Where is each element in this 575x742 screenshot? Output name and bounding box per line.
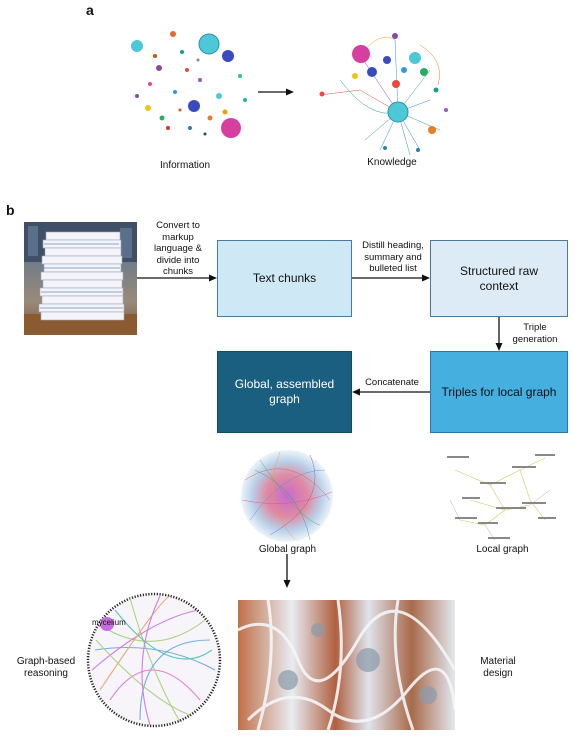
step-convert-label: Convert to markup language & divide into… — [153, 220, 203, 277]
material-caption: Material design — [480, 656, 516, 679]
reasoning-node-label: mycelium — [92, 618, 126, 627]
text-chunks-label: Text chunks — [252, 271, 317, 285]
material-design-image — [238, 600, 455, 730]
global-graph-caption: Global graph — [258, 544, 317, 555]
panel-b-letter: b — [6, 202, 15, 218]
global-graph-box: Global, assembled graph — [217, 351, 352, 433]
structured-context-box: Structured raw context — [430, 240, 568, 317]
step-distill-label: Distill heading, summary and bulleted li… — [362, 240, 424, 274]
triples-label: Triples for local graph — [441, 384, 557, 399]
knowledge-caption: Knowledge — [367, 157, 417, 168]
reasoning-caption: Graph-based reasoning — [16, 656, 76, 679]
text-chunks-box: Text chunks — [217, 240, 352, 317]
global-graph-box-label: Global, assembled graph — [234, 377, 335, 406]
document-stack-image — [24, 222, 137, 335]
step-triple-label: Triple generation — [512, 322, 558, 345]
local-graph-caption: Local graph — [476, 544, 529, 555]
panel-a-letter: a — [86, 2, 94, 18]
triples-box: Triples for local graph — [430, 351, 568, 433]
knowledge-node-cloud — [319, 33, 448, 152]
step-concatenate-label: Concatenate — [365, 377, 419, 388]
information-node-cloud — [131, 31, 247, 138]
structured-context-label: Structured raw context — [459, 263, 539, 293]
information-caption: Information — [159, 160, 211, 171]
